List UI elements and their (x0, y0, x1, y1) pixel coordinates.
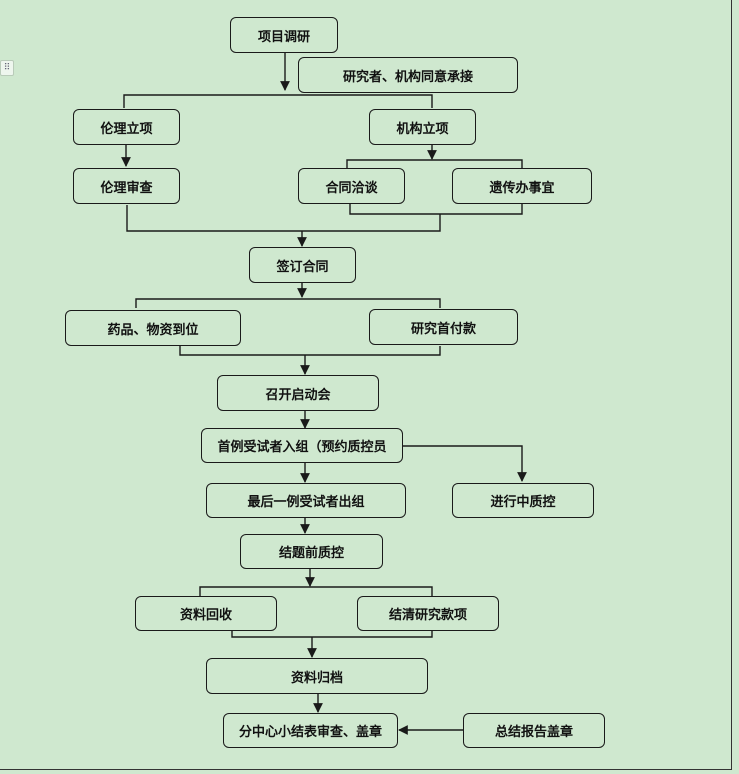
drag-handle-icon[interactable]: ⠿ (0, 60, 14, 76)
connector (199, 586, 433, 596)
connector (135, 298, 441, 308)
node-institution-approval[interactable]: 机构立项 (369, 109, 476, 145)
connector (179, 346, 441, 356)
node-contract-negotiation[interactable]: 合同洽谈 (298, 168, 405, 204)
node-mid-qc[interactable]: 进行中质控 (452, 483, 594, 518)
node-last-subject[interactable]: 最后一例受试者出组 (206, 483, 406, 518)
node-data-archive[interactable]: 资料归档 (206, 658, 428, 694)
connector (402, 445, 527, 482)
connector (123, 94, 433, 108)
connector (231, 631, 433, 638)
node-sign-contract[interactable]: 签订合同 (249, 247, 356, 283)
node-ethics-review[interactable]: 伦理审查 (73, 168, 180, 204)
node-genetic-affairs[interactable]: 遗传办事宜 (452, 168, 592, 204)
node-settle-payment[interactable]: 结清研究款项 (357, 596, 499, 631)
connector (349, 204, 523, 215)
node-data-recovery[interactable]: 资料回收 (135, 596, 277, 631)
node-investigator-consent[interactable]: 研究者、机构同意承接 (298, 57, 518, 93)
connector (126, 205, 441, 232)
node-pre-closure-qc[interactable]: 结题前质控 (240, 534, 383, 569)
node-center-review[interactable]: 分中心小结表审查、盖章 (223, 713, 398, 748)
node-kickoff-meeting[interactable]: 召开启动会 (217, 375, 379, 411)
node-ethics-approval[interactable]: 伦理立项 (73, 109, 180, 145)
node-project-research[interactable]: 项目调研 (230, 17, 338, 53)
node-summary-stamp[interactable]: 总结报告盖章 (463, 713, 605, 748)
node-first-payment[interactable]: 研究首付款 (369, 309, 518, 345)
connector (346, 159, 523, 168)
node-drugs-materials[interactable]: 药品、物资到位 (65, 310, 241, 346)
node-first-subject[interactable]: 首例受试者入组（预约质控员 (201, 428, 403, 463)
